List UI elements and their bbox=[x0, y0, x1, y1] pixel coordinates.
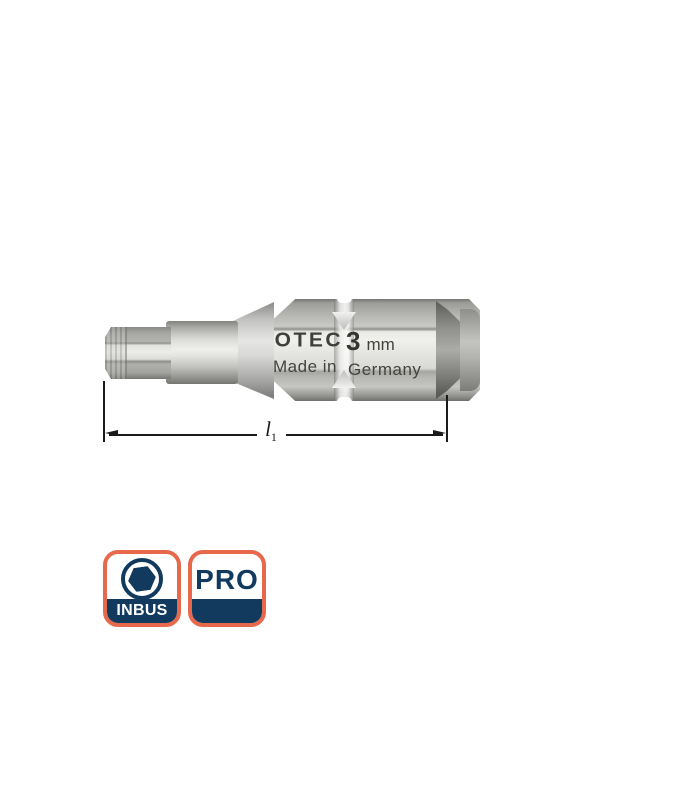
dimension-extension-line-right bbox=[446, 395, 448, 442]
dimension-label-subscript: 1 bbox=[270, 430, 277, 445]
bit-groove-notch-top bbox=[332, 312, 356, 330]
bit-end-cap bbox=[460, 309, 480, 391]
badge-pro: PRO bbox=[188, 550, 266, 627]
hex-socket-icon bbox=[121, 558, 163, 600]
bit-hex-body: ROTEC 3 mm Made in Germany bbox=[260, 299, 480, 401]
bit-groove bbox=[334, 299, 354, 401]
hexagon-shape bbox=[126, 565, 157, 593]
bit-end-chamfer bbox=[436, 301, 464, 399]
bit-hex-tip bbox=[105, 327, 171, 379]
bit-size-number: 3 bbox=[346, 326, 361, 356]
bit-edge-notch-top bbox=[337, 299, 352, 303]
dimension-extension-line-left bbox=[103, 381, 105, 442]
bit-edge-notch-bottom bbox=[337, 397, 352, 401]
screwdriver-bit-image: ROTEC 3 mm Made in Germany bbox=[50, 100, 700, 800]
dimension-arrowhead-right bbox=[433, 430, 446, 436]
dimension-label-letter: l bbox=[265, 417, 271, 441]
bit-taper-cone bbox=[232, 302, 274, 399]
badge-inbus-icon-area bbox=[107, 554, 177, 600]
bit-neck-cylinder bbox=[166, 321, 238, 384]
product-image-area: ROTEC 3 mm Made in Germany l1 bbox=[50, 100, 650, 700]
badge-inbus-label: INBUS bbox=[107, 599, 177, 623]
badge-inbus: INBUS bbox=[103, 550, 181, 627]
brand-logo: ROTEC bbox=[257, 329, 343, 352]
dimension-length-label: l1 bbox=[255, 417, 287, 445]
bit-size-unit: mm bbox=[366, 335, 395, 354]
origin-text-line1: Made in bbox=[273, 357, 337, 376]
badge-pro-text-area: PRO bbox=[192, 554, 262, 599]
badge-pro-label: PRO bbox=[195, 563, 259, 595]
dimension-line-right-segment bbox=[286, 434, 443, 436]
origin-text-line2: Germany bbox=[348, 360, 422, 379]
bit-size-label: 3 mm bbox=[346, 326, 395, 357]
badge-pro-bottom-bar bbox=[192, 599, 262, 623]
dimension-arrowhead-left bbox=[105, 430, 118, 436]
dimension-line-left-segment bbox=[109, 434, 257, 436]
bit-groove-notch-bottom bbox=[332, 370, 356, 388]
